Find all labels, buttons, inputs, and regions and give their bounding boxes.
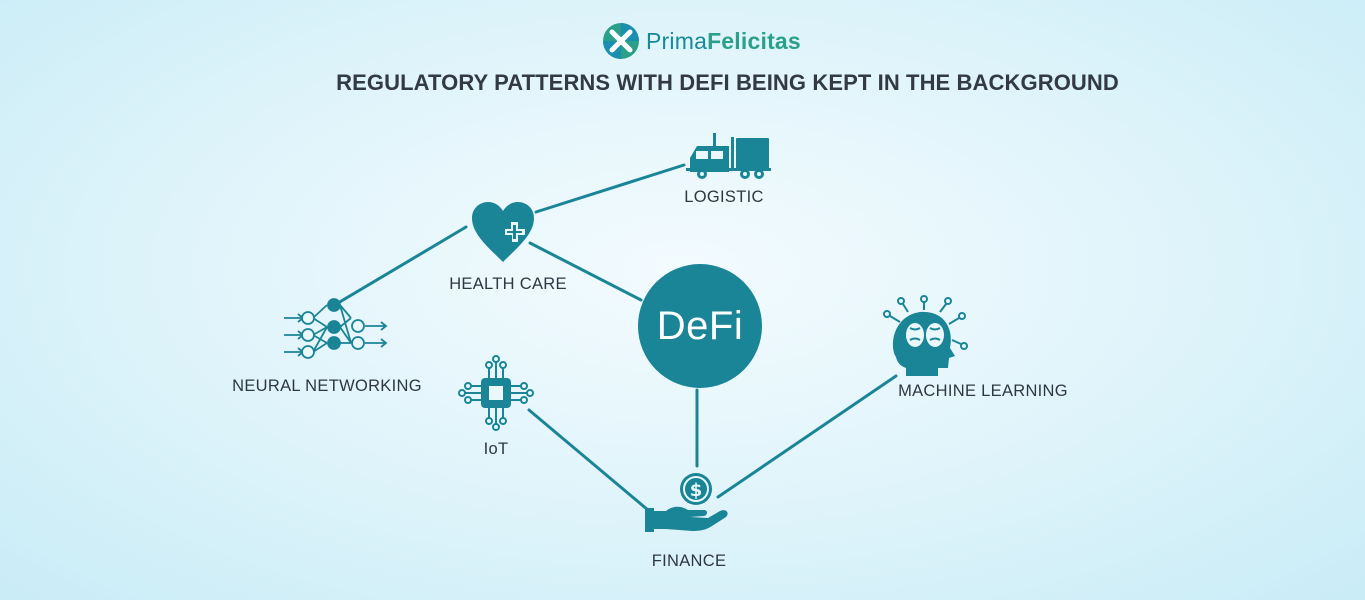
edge-ml-finance [716,374,898,499]
health-care-label: HEALTH CARE [449,275,567,293]
finance-label: FINANCE [651,552,727,570]
iot-label: IoT [483,440,509,458]
logistic-label: LOGISTIC [684,188,764,206]
machine-learning-label: MACHINE LEARNING [898,382,1068,400]
brand-name-part1: Prima [646,27,708,54]
brand-name-part2: Felicitas [707,27,801,54]
brain-head-icon [883,295,968,376]
brand-logo: PrimaFelicitas [602,22,801,60]
hand-dollar-icon: $ [645,473,728,532]
chip-icon [458,355,534,431]
neural-network-icon [284,298,388,359]
edge-healthcare-defi [528,241,643,302]
truck-icon [686,133,771,179]
svg-text:$: $ [690,480,703,501]
edge-healthcare-neural [336,225,468,305]
page-title: REGULATORY PATTERNS WITH DEFI BEING KEPT… [336,70,1119,95]
defi-center-node: DeFi [638,264,762,388]
edge-iot-finance [527,408,650,512]
neural-networking-label: NEURAL NETWORKING [232,377,422,395]
defi-label: DeFi [656,303,744,348]
logo-icon [603,23,639,59]
heart-cross-icon [472,202,534,262]
edge-healthcare-logistic [534,163,686,214]
